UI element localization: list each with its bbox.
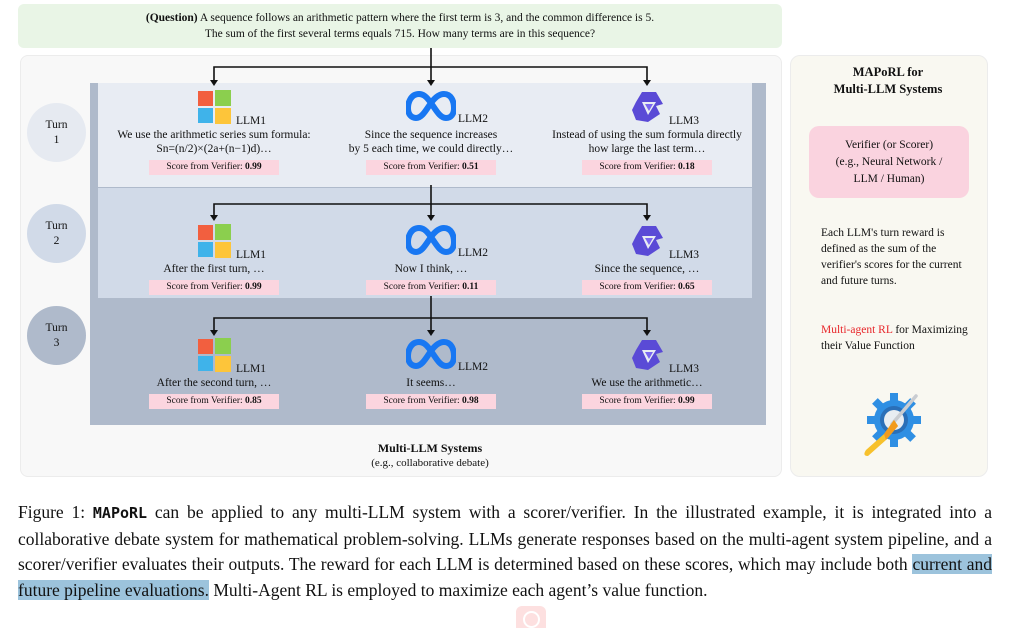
agent-response: After the first turn, … xyxy=(163,263,265,275)
figure-caption: Figure 1: MAPoRL can be applied to any m… xyxy=(18,502,992,600)
llm-name: LLM2 xyxy=(458,361,489,373)
windows-logo-icon xyxy=(197,90,231,128)
agent-response-cont: Sn=(n/2)×(2a+(n−1)d)… xyxy=(156,143,272,155)
rl-description: Multi-agent RL for Maximizing their Valu… xyxy=(821,324,968,352)
agent-response-cont: how large the last term… xyxy=(588,143,706,155)
score-value: 0.11 xyxy=(462,282,479,292)
verifier-score: Score from Verifier: 0.18 xyxy=(582,160,712,175)
meta-logo-icon xyxy=(404,90,458,126)
score-value: 0.99 xyxy=(678,396,695,406)
verifier-score: Score from Verifier: 0.99 xyxy=(582,394,712,409)
verifier-score: Score from Verifier: 0.65 xyxy=(582,280,712,295)
reward-description: Each LLM's turn reward is defined as the… xyxy=(821,227,962,287)
windows-logo-icon xyxy=(197,224,231,262)
llm-name: LLM1 xyxy=(236,363,267,375)
llm-name: LLM3 xyxy=(669,115,700,127)
agent-response: It seems… xyxy=(406,377,456,389)
agent-llm3-turn-3: LLM3 We use the arithmetic… Score from Ver… xyxy=(527,338,767,409)
agent-llm1-turn-1: LLM1 We use the arithmetic series sum for… xyxy=(94,90,334,175)
agent-response: We use the arithmetic… xyxy=(591,377,703,389)
agent-response: After the second turn, … xyxy=(156,377,272,389)
agent-response: Instead of using the sum formula directl… xyxy=(552,129,742,141)
gear-screwdriver-icon xyxy=(864,393,921,456)
verifier-box: Verifier (or Scorer)(e.g., Neural Networ… xyxy=(809,126,969,198)
verifier-score: Score from Verifier: 0.51 xyxy=(366,160,496,175)
meta-logo-icon xyxy=(404,338,458,374)
llm-name: LLM1 xyxy=(236,115,267,127)
verifier-score: Score from Verifier: 0.99 xyxy=(149,280,279,295)
verifier-score: Score from Verifier: 0.98 xyxy=(366,394,496,409)
question-box: (Question) A sequence follows an arithme… xyxy=(18,4,782,48)
score-value: 0.18 xyxy=(678,162,695,172)
agent-response-cont: by 5 each time, we could directly… xyxy=(348,143,514,155)
llm-name: LLM3 xyxy=(669,363,700,375)
score-value: 0.51 xyxy=(462,162,479,172)
qwen-logo-icon xyxy=(630,338,664,376)
search-popup-icon[interactable] xyxy=(516,606,546,628)
multi-llm-systems-label: Multi-LLM Systems (e.g., collaborative d… xyxy=(371,441,489,469)
agent-response: Now I think, … xyxy=(394,263,468,275)
verifier-score: Score from Verifier: 0.99 xyxy=(149,160,279,175)
qwen-logo-icon xyxy=(630,224,664,262)
score-value: 0.65 xyxy=(678,282,695,292)
rl-highlight: Multi-agent RL xyxy=(821,324,893,336)
windows-logo-icon xyxy=(197,338,231,376)
agent-response: Since the sequence increases xyxy=(364,129,498,141)
agent-response: We use the arithmetic series sum formula… xyxy=(117,129,311,141)
score-value: 0.85 xyxy=(245,396,262,406)
llm-name: LLM2 xyxy=(458,113,489,125)
score-value: 0.99 xyxy=(245,282,262,292)
question-label: (Question) xyxy=(145,12,198,24)
verifier-score: Score from Verifier: 0.85 xyxy=(149,394,279,409)
llm-name: LLM1 xyxy=(236,249,267,261)
question-line-1: (Question) A sequence follows an arithme… xyxy=(145,12,655,24)
llm-name: LLM2 xyxy=(458,247,489,259)
llm-name: LLM3 xyxy=(669,249,700,261)
score-value: 0.98 xyxy=(462,396,479,406)
agent-response: Since the sequence, … xyxy=(594,263,700,275)
question-line-2: The sum of the first several terms equal… xyxy=(204,28,596,40)
meta-logo-icon xyxy=(404,224,458,260)
qwen-logo-icon xyxy=(630,90,664,128)
verifier-score: Score from Verifier: 0.11 xyxy=(366,280,496,295)
score-value: 0.99 xyxy=(245,162,262,172)
method-name: MAPoRL xyxy=(92,504,148,522)
